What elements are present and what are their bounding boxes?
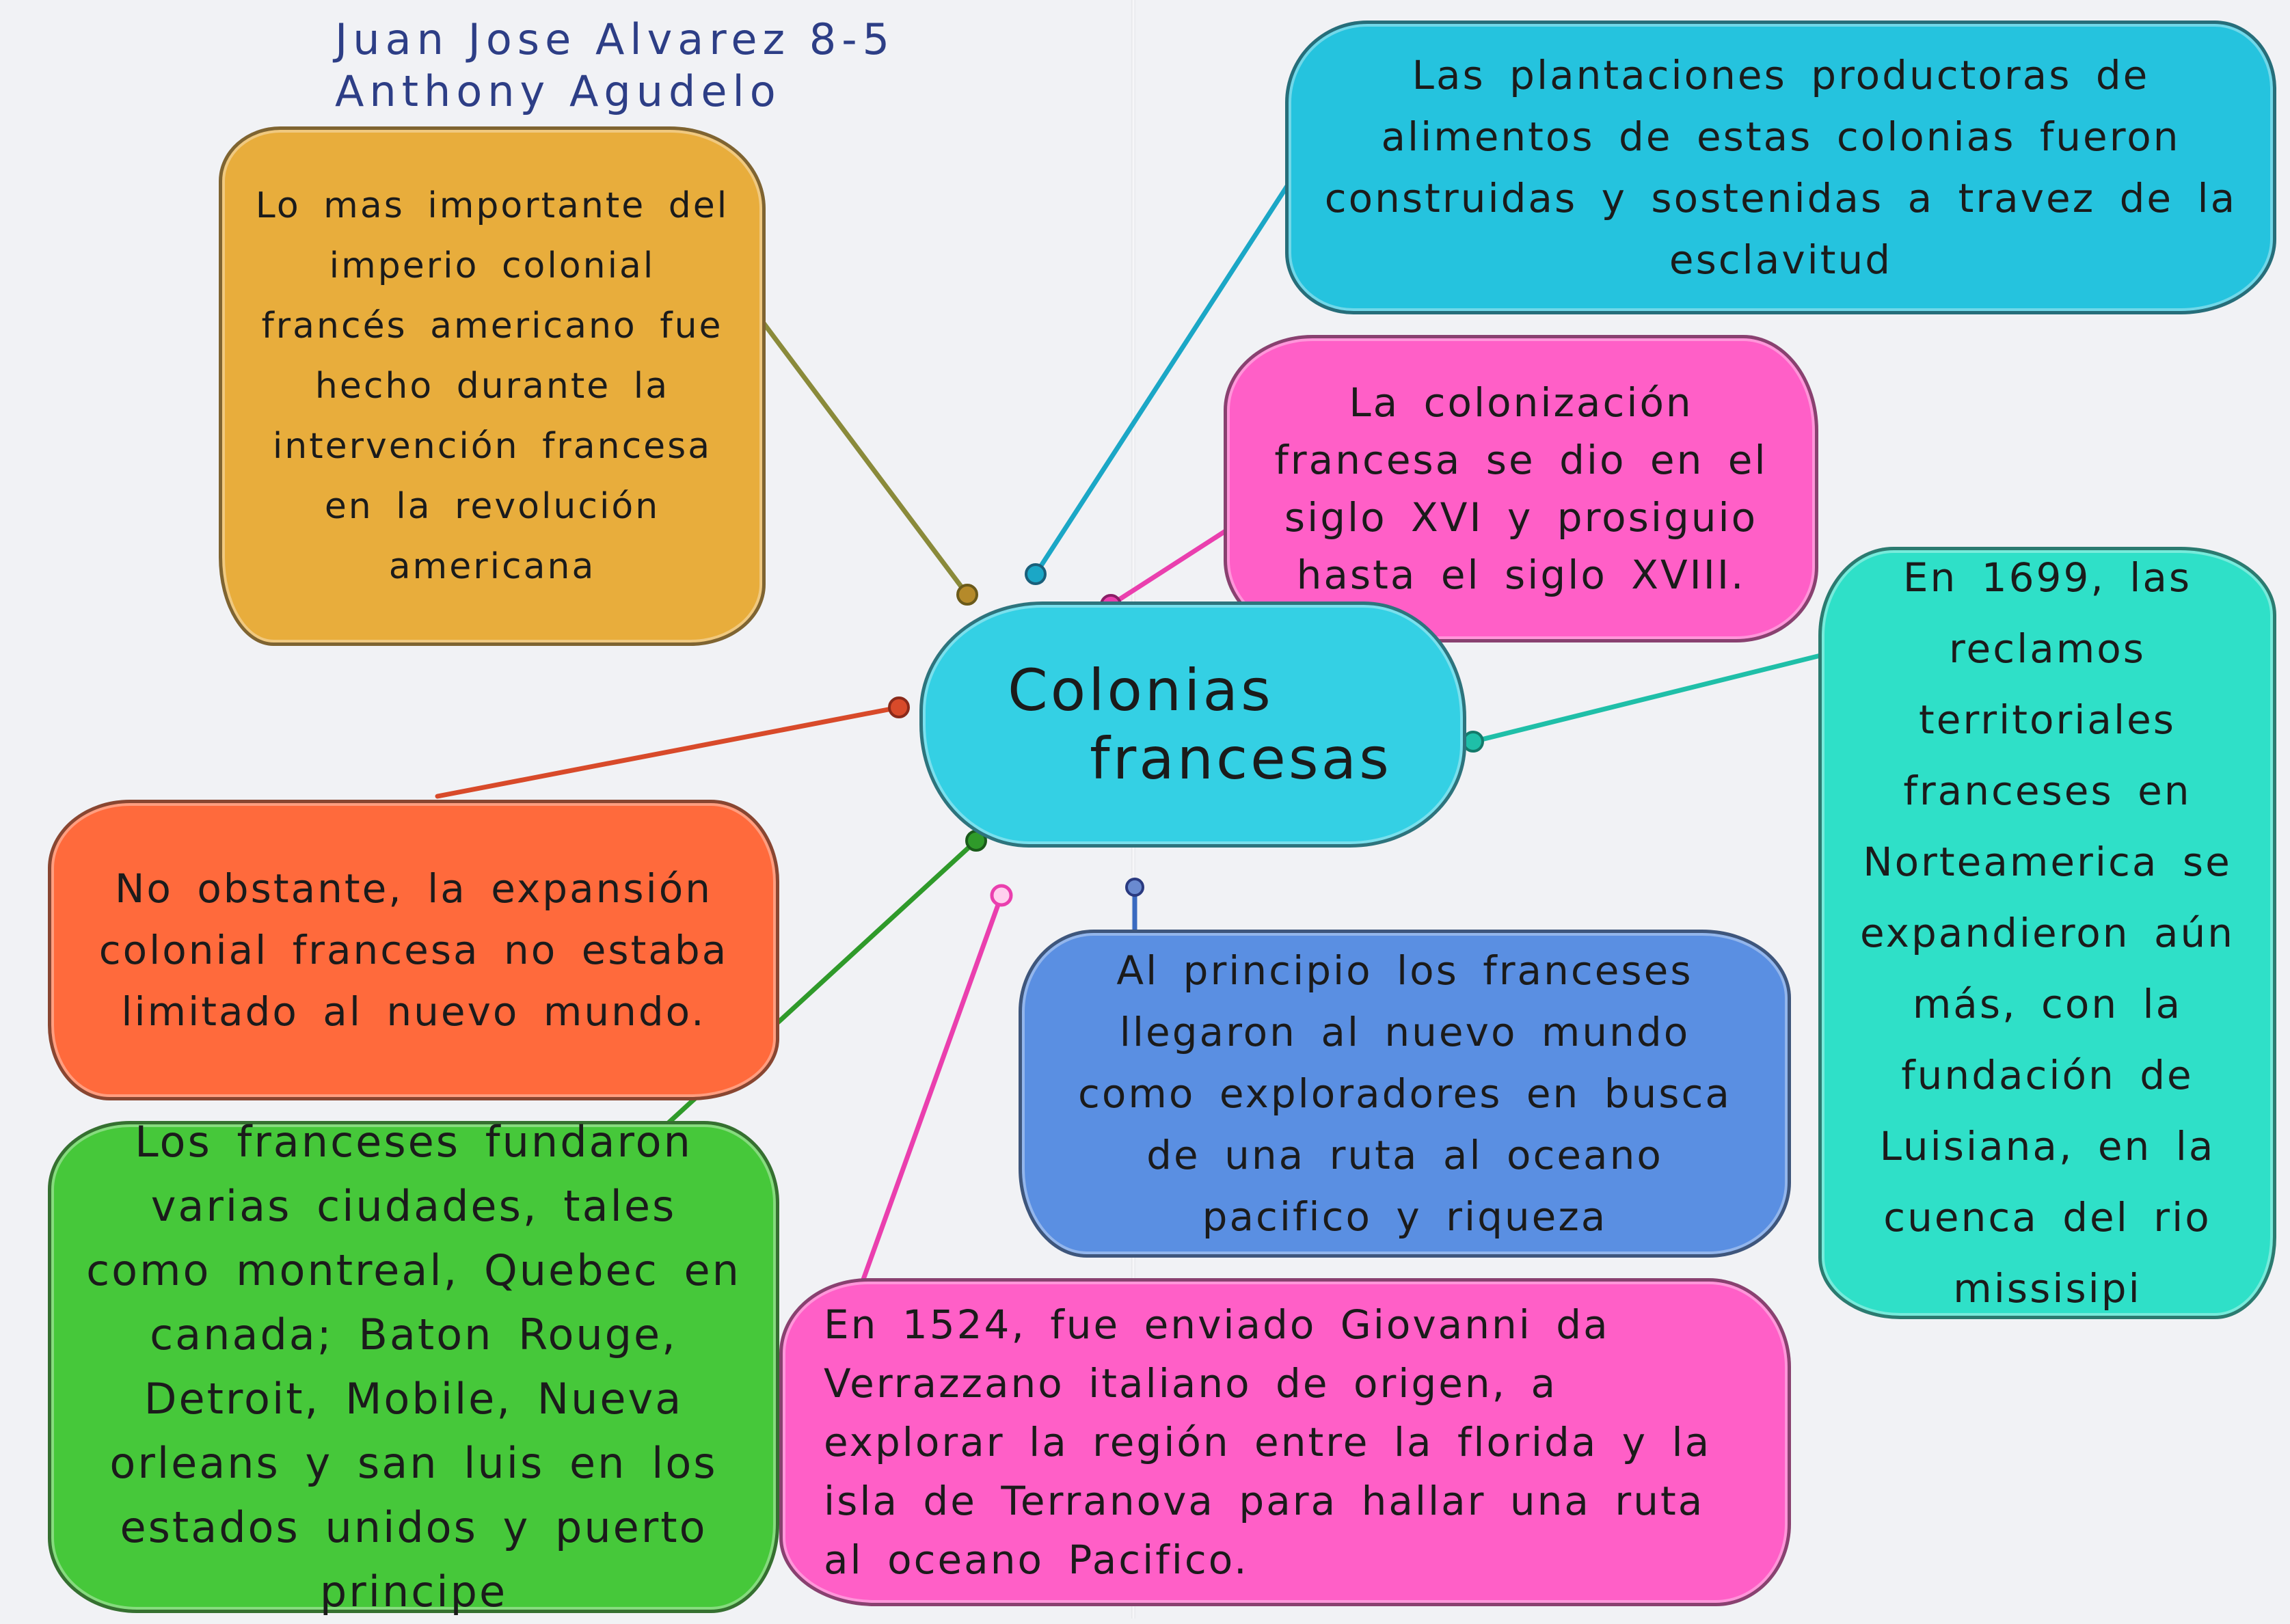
bubble-text: No obstante, la expansión colonial franc… bbox=[98, 865, 729, 1035]
bubble-imperio-colonial: Lo mas importante del imperio colonial f… bbox=[219, 126, 766, 646]
bubble-text: Los franceses fundaron varias ciudades, … bbox=[86, 1117, 741, 1616]
connector-pink-bottom bbox=[859, 893, 1004, 1288]
bubble-text: Lo mas importante del imperio colonial f… bbox=[255, 185, 729, 587]
connector-orange bbox=[759, 319, 970, 597]
connector-cyan bbox=[1033, 144, 1315, 577]
bubble-text: Al principio los franceses llegaron al n… bbox=[1078, 947, 1732, 1240]
bubble-expansion-colonial: No obstante, la expansión colonial franc… bbox=[48, 800, 779, 1100]
connector-dot-blue bbox=[1125, 878, 1144, 897]
bubble-text: La colonización francesa se dio en el si… bbox=[1274, 379, 1768, 598]
bubble-colonizacion-siglos: La colonización francesa se dio en el si… bbox=[1224, 335, 1818, 642]
author-names: Juan Jose Alvarez 8-5 Anthony Agudelo bbox=[335, 14, 895, 118]
author-line-1: Juan Jose Alvarez 8-5 bbox=[335, 14, 895, 64]
bubble-verrazzano: En 1524, fue enviado Giovanni da Verrazz… bbox=[779, 1278, 1791, 1606]
connector-red bbox=[435, 705, 902, 799]
bubble-ciudades-fundadas: Los franceses fundaron varias ciudades, … bbox=[48, 1117, 779, 1616]
bubble-exploradores: Al principio los franceses llegaron al n… bbox=[1019, 930, 1791, 1258]
bubble-text: Las plantaciones productoras de alimento… bbox=[1324, 52, 2237, 283]
connector-dot-cyan bbox=[1025, 563, 1047, 585]
bubble-text: En 1699, las reclamos territoriales fran… bbox=[1859, 554, 2235, 1312]
central-title-line-1: Colonias bbox=[1008, 657, 1274, 724]
central-title-line-2: francesas bbox=[1090, 725, 1392, 792]
central-topic-title: Colonias francesas bbox=[1008, 656, 1389, 793]
bubble-luisiana: En 1699, las reclamos territoriales fran… bbox=[1818, 547, 2276, 1319]
bubble-plantaciones: Las plantaciones productoras de alimento… bbox=[1285, 21, 2276, 314]
connector-teal bbox=[1470, 636, 1889, 744]
author-line-2: Anthony Agudelo bbox=[335, 66, 781, 116]
connector-dot-teal bbox=[1462, 731, 1484, 753]
connector-dot-pink-bottom bbox=[990, 884, 1013, 907]
connector-dot-red bbox=[888, 696, 910, 718]
central-topic-bubble: Colonias francesas bbox=[919, 601, 1466, 848]
bubble-text: En 1524, fue enviado Giovanni da Verrazz… bbox=[824, 1301, 1712, 1583]
connector-dot-orange bbox=[956, 584, 978, 606]
